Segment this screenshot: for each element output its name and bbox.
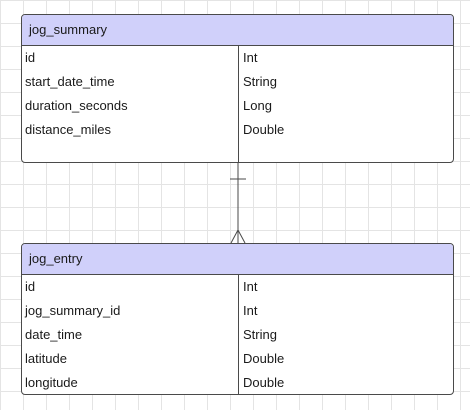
entity-header: jog_entry: [22, 244, 453, 275]
column-name: latitude: [25, 351, 67, 366]
column-name: longitude: [25, 375, 78, 390]
column-name: date_time: [25, 327, 83, 342]
column-name: duration_seconds: [25, 98, 128, 113]
column-type: Int: [243, 50, 258, 65]
column-type: Int: [243, 303, 258, 318]
column-type: String: [243, 74, 277, 89]
table-row: id Int: [22, 275, 453, 299]
table-row: distance_miles Double: [22, 118, 453, 142]
entity-jog-entry[interactable]: jog_entry id Int jog_summary_id Int date…: [21, 243, 454, 395]
column-name: distance_miles: [25, 122, 111, 137]
column-type: Double: [243, 122, 285, 137]
entity-body: id Int start_date_time String duration_s…: [22, 46, 453, 162]
table-row: duration_seconds Long: [22, 94, 453, 118]
many-crowfoot-right: [237, 229, 246, 244]
column-name: start_date_time: [25, 74, 115, 89]
table-row: longitude Double: [22, 371, 453, 394]
column-type: Double: [243, 375, 285, 390]
table-row: start_date_time String: [22, 70, 453, 94]
column-divider: [238, 46, 239, 162]
entity-jog-summary[interactable]: jog_summary id Int start_date_time Strin…: [21, 14, 454, 163]
column-type: String: [243, 327, 277, 342]
table-row: date_time String: [22, 323, 453, 347]
column-type: Int: [243, 279, 258, 294]
entity-body: id Int jog_summary_id Int date_time Stri…: [22, 275, 453, 394]
column-name: id: [25, 279, 36, 294]
column-name: jog_summary_id: [25, 303, 121, 318]
column-divider: [238, 275, 239, 394]
column-name: id: [25, 50, 36, 65]
table-row: id Int: [22, 46, 453, 70]
table-row: jog_summary_id Int: [22, 299, 453, 323]
table-row: latitude Double: [22, 347, 453, 371]
column-type: Double: [243, 351, 285, 366]
entity-header: jog_summary: [22, 15, 453, 46]
many-crowfoot-left: [230, 229, 239, 244]
column-type: Long: [243, 98, 272, 113]
